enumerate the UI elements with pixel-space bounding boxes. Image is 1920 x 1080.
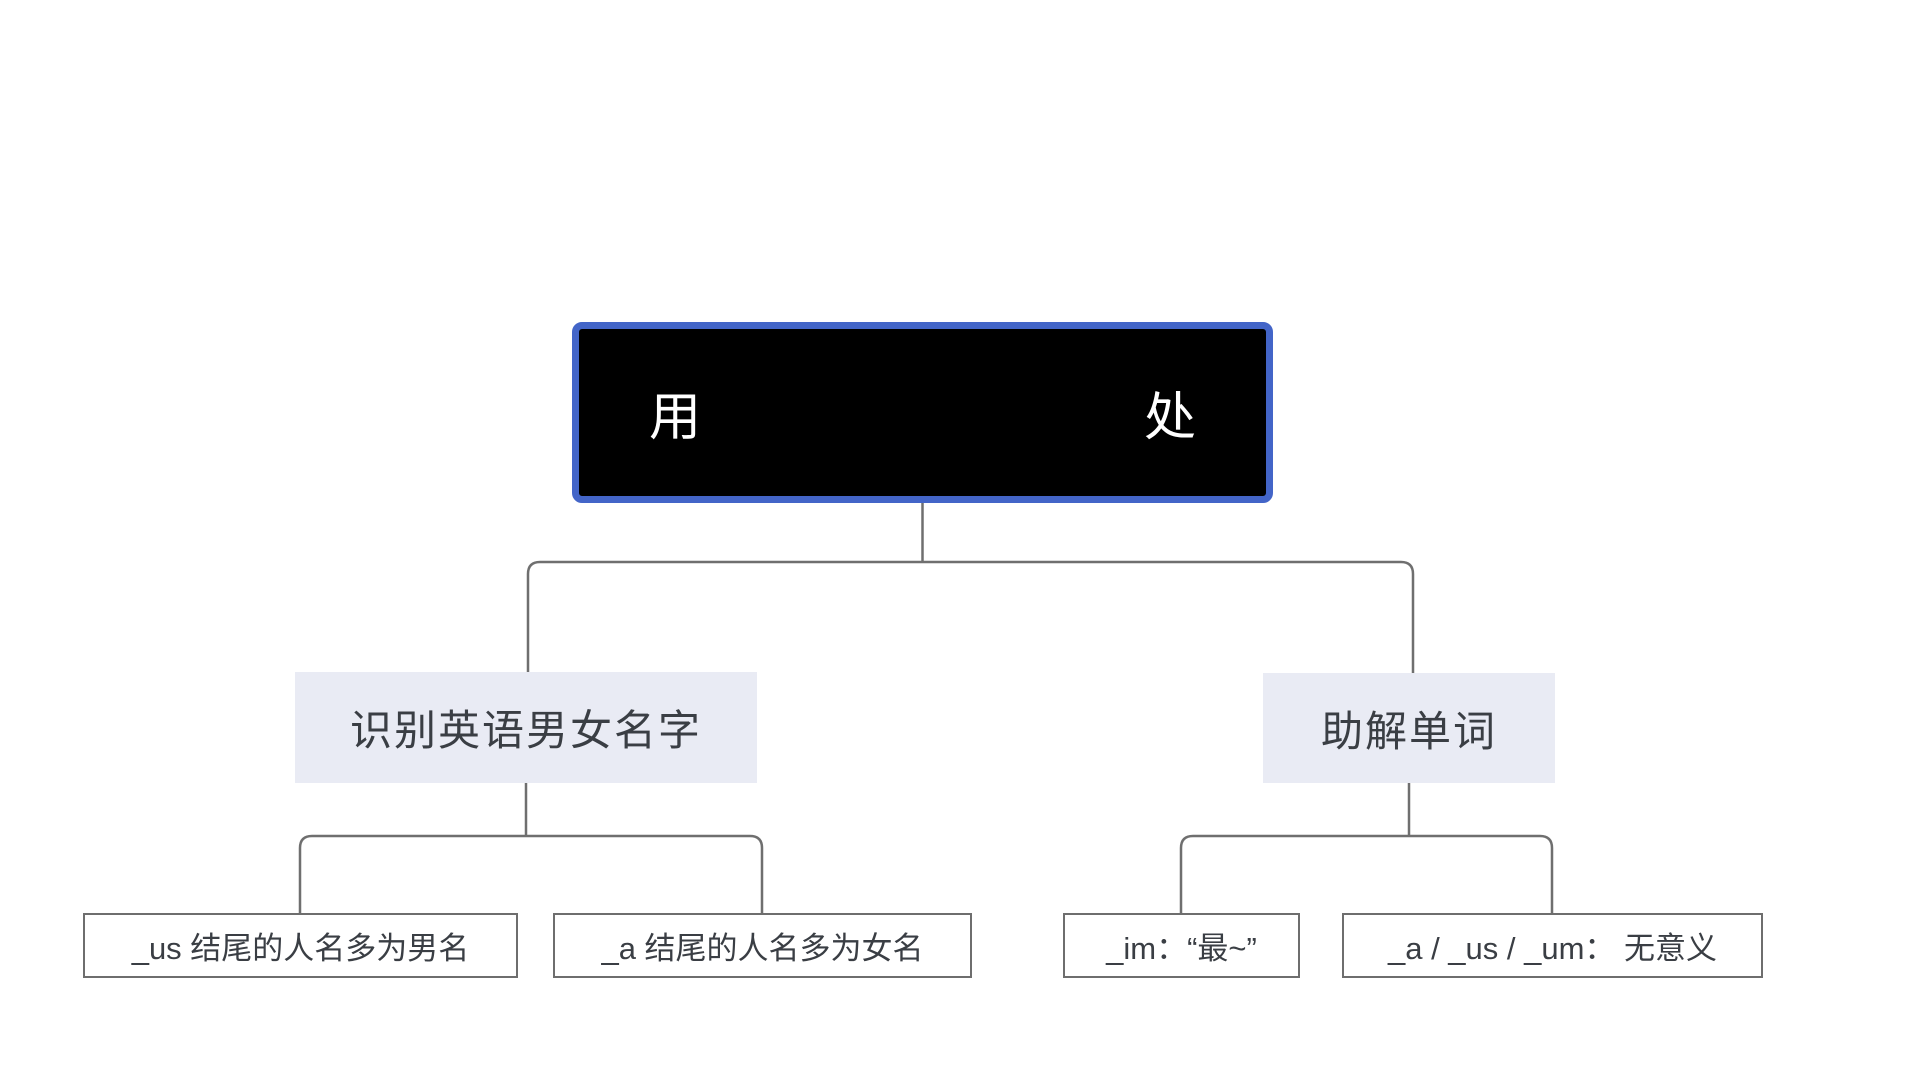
leaf-node-label: _us 结尾的人名多为男名 [131,931,470,966]
root-node-label-left: 用 [649,389,702,447]
leaf-node-a-female-names[interactable]: _a 结尾的人名多为女名 [553,913,972,978]
branch-node-label: 助解单词 [1320,707,1497,755]
connector-branch-1-to-leaf-0 [1179,834,1409,913]
branch-node-word-help[interactable]: 助解单词 [1263,673,1555,783]
leaf-node-us-male-names[interactable]: _us 结尾的人名多为男名 [83,913,518,978]
connector-root-to-branch-0 [526,560,923,672]
leaf-node-label: _im：“最~” [1106,931,1257,966]
root-node[interactable]: 用 处 [572,322,1273,503]
leaf-node-label: _a 结尾的人名多为女名 [601,931,924,966]
connector-branch-0-to-leaf-1 [526,834,764,913]
root-node-label-right: 处 [1143,389,1196,447]
connector-root-to-branch-1 [922,560,1415,673]
leaf-node-im-superlative[interactable]: _im：“最~” [1063,913,1300,978]
connector-branch-1-to-leaf-1 [1409,834,1554,913]
branch-node-label: 识别英语男女名字 [349,707,702,754]
leaf-node-a-us-um-meaningless[interactable]: _a / _us / _um： 无意义 [1342,913,1763,978]
leaf-node-label: _a / _us / _um： 无意义 [1387,931,1718,966]
connector-branch-0-to-leaf-0 [298,834,526,913]
branch-node-identify-english-names[interactable]: 识别英语男女名字 [295,672,757,783]
